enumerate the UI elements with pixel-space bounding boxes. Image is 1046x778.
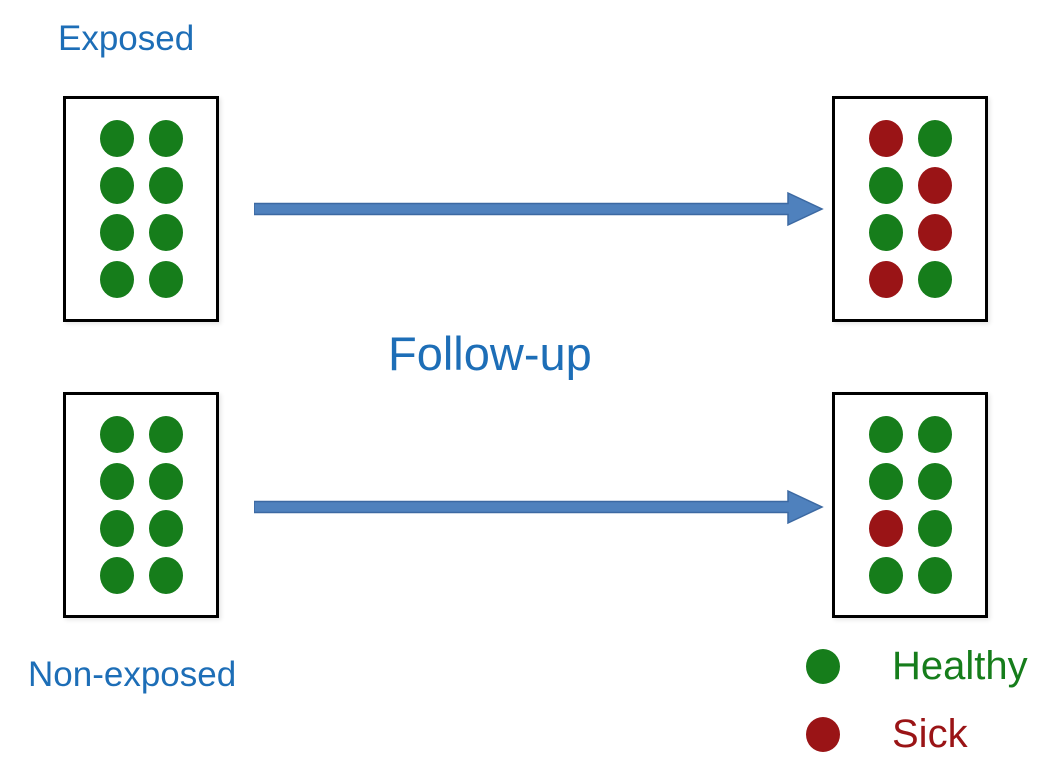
healthy-person-dot xyxy=(148,214,183,251)
legend-item-healthy: Healthy xyxy=(806,646,1028,686)
healthy-person-dot xyxy=(99,167,134,204)
healthy-person-dot xyxy=(917,261,952,298)
healthy-person-dot xyxy=(99,416,134,453)
healthy-person-dot xyxy=(99,214,134,251)
nonexposed-followup-box xyxy=(832,392,988,618)
sick-dot-icon xyxy=(806,716,840,752)
healthy-person-dot xyxy=(148,557,183,594)
healthy-person-dot xyxy=(99,120,134,157)
healthy-person-dot xyxy=(868,214,903,251)
healthy-person-dot xyxy=(148,120,183,157)
exposed-followup-box xyxy=(832,96,988,322)
healthy-dot-icon xyxy=(806,648,840,684)
nonexposed-group-label: Non-exposed xyxy=(28,655,237,694)
sick-person-dot xyxy=(868,120,903,157)
healthy-person-dot xyxy=(868,167,903,204)
healthy-person-dot xyxy=(868,557,903,594)
exposed-baseline-box xyxy=(63,96,219,322)
healthy-person-dot xyxy=(99,557,134,594)
healthy-person-dot xyxy=(917,557,952,594)
healthy-person-dot xyxy=(148,167,183,204)
healthy-person-dot xyxy=(99,463,134,500)
followup-label: Follow-up xyxy=(388,327,592,380)
healthy-person-dot xyxy=(868,416,903,453)
sick-person-dot xyxy=(917,214,952,251)
healthy-person-dot xyxy=(868,463,903,500)
healthy-person-dot xyxy=(99,261,134,298)
followup-arrow-nonexposed xyxy=(254,489,824,525)
followup-arrow-exposed xyxy=(254,191,824,227)
sick-person-dot xyxy=(917,167,952,204)
sick-person-dot xyxy=(868,261,903,298)
healthy-person-dot xyxy=(99,510,134,547)
exposed-group-label: Exposed xyxy=(58,19,195,58)
healthy-person-dot xyxy=(917,463,952,500)
sick-person-dot xyxy=(868,510,903,547)
healthy-person-dot xyxy=(148,261,183,298)
legend-item-sick: Sick xyxy=(806,714,968,754)
legend-label-sick: Sick xyxy=(892,712,968,756)
healthy-person-dot xyxy=(917,416,952,453)
healthy-person-dot xyxy=(148,510,183,547)
healthy-person-dot xyxy=(148,416,183,453)
healthy-person-dot xyxy=(917,510,952,547)
healthy-person-dot xyxy=(148,463,183,500)
nonexposed-baseline-box xyxy=(63,392,219,618)
healthy-person-dot xyxy=(917,120,952,157)
legend-label-healthy: Healthy xyxy=(892,644,1028,688)
